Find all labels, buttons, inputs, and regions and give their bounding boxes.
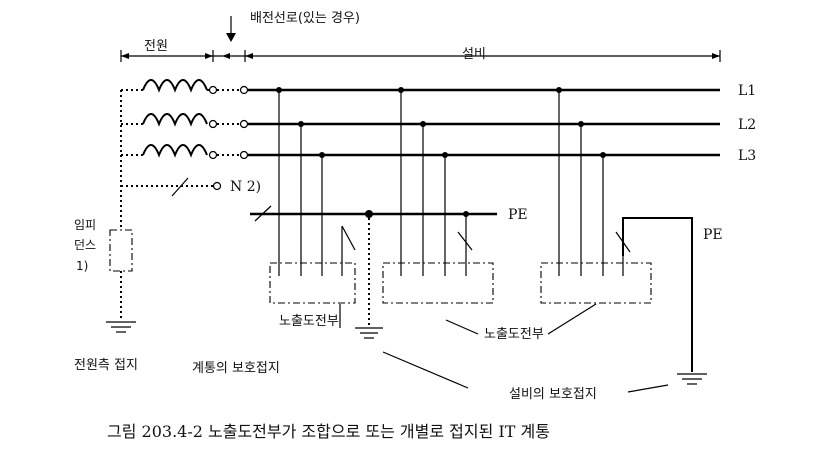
distribution-line-label: 배전선로(있는 경우)	[250, 11, 360, 26]
equipment-taps-group2	[398, 87, 473, 276]
pe-right-label: PE	[703, 227, 723, 243]
exposed-part-box-1	[269, 262, 356, 304]
equipment-taps-group1	[276, 87, 356, 276]
equipment-taps-group3	[556, 87, 631, 276]
installation-protective-earth-label: 설비의 보호접지	[509, 387, 597, 402]
transformer-coil-l2	[142, 113, 208, 127]
installation-label: 설비	[462, 47, 486, 62]
system-protective-earth-label: 계통의 보호접지	[192, 361, 280, 376]
impedance-label-3: 1)	[76, 259, 88, 273]
system-earth	[355, 218, 383, 339]
source-impedance	[106, 229, 136, 333]
l2-label: L2	[738, 117, 756, 133]
exposed-part-box-3	[540, 262, 652, 304]
l3-label: L3	[738, 148, 756, 164]
pe-conductor	[250, 205, 497, 222]
installation-dimension	[213, 50, 721, 62]
figure-caption: 그림 203.4-2 노출도전부가 조합으로 또는 개별로 접지된 IT 계통	[107, 422, 550, 441]
transformer-coil-l3	[142, 144, 208, 158]
distribution-line-arrow	[226, 16, 236, 42]
impedance-label-2: 던스	[74, 238, 96, 252]
impedance-label-1: 임피	[74, 218, 96, 232]
neutral-label: N 2)	[230, 179, 261, 195]
source-earth-label: 전원측 접지	[74, 358, 138, 373]
pe-main-label: PE	[508, 207, 528, 223]
source-label: 전원	[144, 39, 168, 54]
exposed-part-box-2	[382, 262, 494, 304]
source-dimension	[120, 50, 214, 62]
exposed-part-label-right: 노출도전부	[484, 327, 544, 342]
l1-label: L1	[738, 83, 756, 99]
source-star-point	[120, 89, 214, 230]
terminals	[171, 85, 249, 197]
pe-individual-conductor	[622, 217, 707, 385]
exposed-part-label-left: 노출도전부	[279, 314, 339, 329]
phase-conductors	[248, 88, 720, 157]
leader-lines	[339, 303, 669, 393]
transformer-coil-l1	[142, 79, 209, 93]
